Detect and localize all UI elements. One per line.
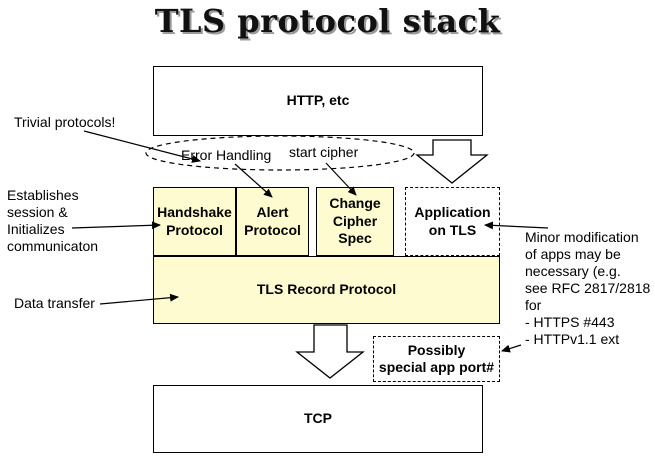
minor-line-7: - HTTPv1.1 ext [525,331,620,348]
tls-record-protocol-box: TLS Record Protocol [153,256,500,324]
tcp-label: TCP [304,410,332,427]
application-line-1: Application [414,204,491,220]
handshake-protocol-box: Handshake Protocol [153,187,236,256]
data-transfer-arrow [99,293,179,305]
http-box: HTTP, etc [153,66,483,136]
establishes-line-2: session & [7,204,68,221]
alert-line-1: Alert [256,204,289,220]
down-block-arrow-top [415,139,489,184]
port-line-1: Possibly [407,341,466,358]
minor-line-2: of apps may be [525,246,621,263]
minor-line-4: see RFC 2817/2818 [525,280,651,297]
minor-line-3: necessary (e.g. [525,263,621,280]
change-cipher-line-2: Cipher [332,212,378,229]
trivial-protocols-arrow [83,130,201,163]
establishes-line-1: Establishes [7,187,79,203]
https-port-arrow [501,344,522,353]
start-cipher-arrow [325,162,357,196]
handshake-line-1: Handshake [157,204,232,220]
establishes-arrow [71,221,161,230]
start-cipher-label: start cipher [289,144,359,160]
error-handling-arrow [234,163,273,198]
application-on-tls-box: Application on TLS [405,187,500,256]
diagram-title: TLS protocol stack [154,2,501,40]
minor-line-1: Minor modification [525,229,639,245]
change-cipher-spec-box: Change Cipher Spec [316,187,394,256]
down-block-arrow-middle [295,324,365,379]
establishes-line-3: Initializes [7,221,65,238]
port-line-2: special app port# [378,359,495,375]
handshake-line-2: Protocol [166,221,223,238]
establishes-session-note: Establishes session & Initializes commun… [7,187,98,255]
error-handling-label: Error Handling [181,147,272,163]
change-cipher-line-1: Change [329,195,381,212]
minor-modification-arrow [484,221,549,230]
establishes-line-4: communicaton [7,238,99,255]
http-label: HTTP, etc [286,92,350,109]
trivial-protocols-note: Trivial protocols! [14,114,116,130]
special-port-box: Possibly special app port# [373,336,500,382]
minor-modification-note: Minor modification of apps may be necess… [525,229,650,349]
data-transfer-note: Data transfer [14,295,95,311]
alert-protocol-box: Alert Protocol [236,187,309,256]
trivial-protocols-ellipse [145,135,415,171]
application-line-2: on TLS [428,221,477,238]
alert-line-2: Protocol [244,221,301,238]
tls-record-label: TLS Record Protocol [256,281,397,298]
minor-line-5: for [525,297,542,314]
tcp-box: TCP [153,385,483,453]
minor-line-6: - HTTPS #443 [525,314,615,331]
change-cipher-line-3: Spec [338,230,372,247]
